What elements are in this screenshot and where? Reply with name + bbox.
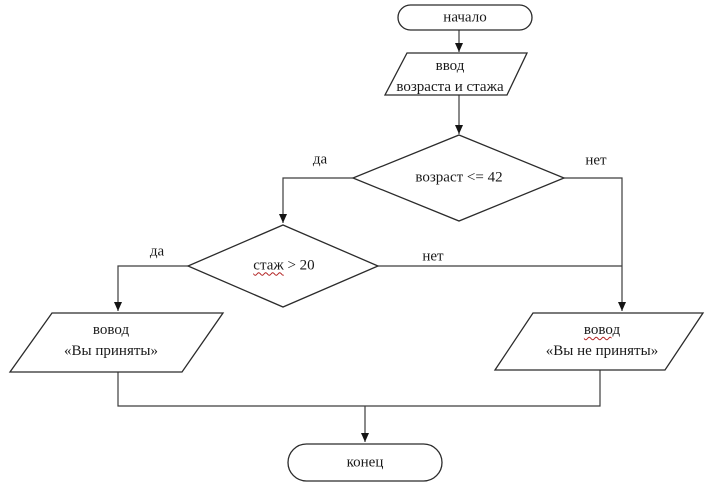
input-label: ввод возраста и стажа (396, 56, 503, 98)
decision-age-shape (351, 134, 566, 222)
end-terminator-shape (287, 443, 443, 482)
output-rejected-label-line2: «Вы не приняты» (545, 343, 659, 359)
decision-experience-label: стаж > 20 (253, 256, 314, 277)
connector-age-no-to-output-rejected (564, 177, 626, 311)
decision-experience-shape (186, 224, 380, 308)
edge-label-age-no: нет (585, 152, 607, 169)
output-accepted-label-line2: «Вы приняты» (64, 343, 158, 359)
decision-experience-label-word: стаж (253, 257, 284, 274)
output-rejected-label-line1: вовод (583, 322, 621, 338)
decision-age-label: возраст <= 42 (415, 169, 503, 186)
start-terminator-shape (397, 4, 533, 31)
input-label-line1: ввод (435, 58, 465, 74)
connector-age-yes-to-decision-experience (279, 177, 353, 223)
output-rejected-label: вовод «Вы не приняты» (546, 320, 658, 362)
edge-label-experience-no: нет (422, 248, 444, 265)
edge-label-age-yes: да (312, 151, 328, 168)
connector-experience-yes-to-output-accepted (114, 265, 188, 311)
edge-label-experience-yes: да (149, 243, 165, 260)
start-label: начало (443, 9, 487, 26)
output-accepted-label-line1: вовод (92, 322, 130, 338)
input-label-line2: возраста и стажа (396, 79, 504, 95)
output-accepted-label: вовод «Вы приняты» (64, 320, 158, 362)
output-rejected-shape (493, 312, 705, 371)
connector-outputs-join-line (117, 370, 601, 407)
end-label: конец (346, 454, 384, 471)
decision-experience-label-rest: > 20 (283, 257, 315, 274)
input-parallelogram-shape (383, 52, 529, 96)
output-accepted-shape (8, 312, 225, 373)
